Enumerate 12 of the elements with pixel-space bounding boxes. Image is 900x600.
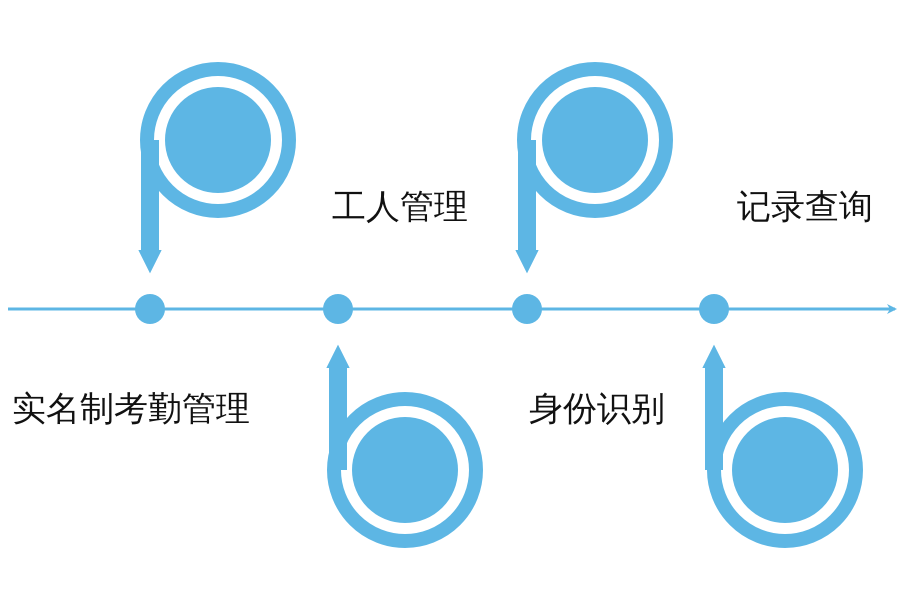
- timeline-dot: [135, 294, 165, 324]
- step-label: 工人管理: [332, 190, 468, 224]
- timeline-dot: [512, 294, 542, 324]
- step-label: 身份识别: [529, 392, 665, 426]
- arrow: [515, 140, 539, 274]
- arrow: [326, 344, 350, 470]
- step-label: 记录查询: [737, 190, 873, 224]
- arrow: [138, 140, 162, 274]
- step-label: 实名制考勤管理: [12, 392, 250, 426]
- arrow: [702, 344, 726, 470]
- timeline-dot: [323, 294, 353, 324]
- timeline-dot: [699, 294, 729, 324]
